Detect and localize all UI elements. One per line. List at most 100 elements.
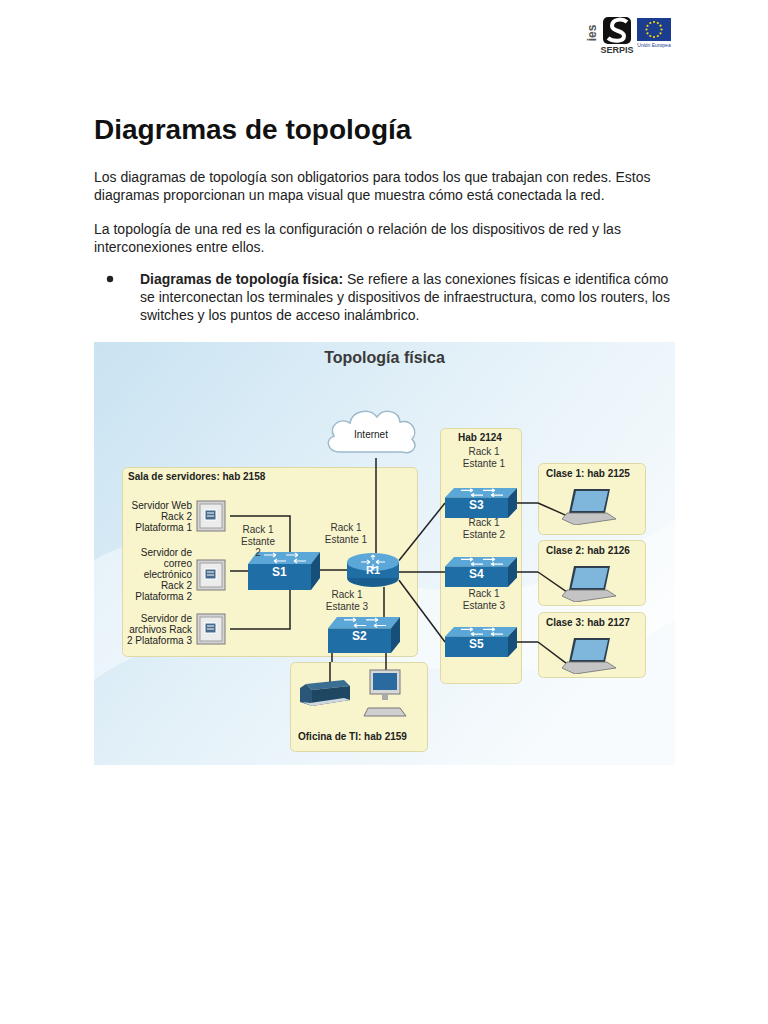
figure-background	[94, 342, 675, 765]
label-wrapper: Los diagramas de topología son obligator…	[94, 168, 674, 204]
figure-panel: Topología físicaInternetSala de servidor…	[94, 342, 675, 765]
internet-cloud: Internet	[322, 406, 420, 458]
server-icon	[196, 613, 226, 645]
school-logo	[603, 17, 631, 44]
server-room: Sala de servidores: hab 2158Servidor Web…	[122, 467, 418, 657]
wire	[538, 642, 570, 666]
eu-star	[659, 25, 661, 27]
server-icon	[196, 500, 226, 532]
label-wrapper: ies	[585, 19, 599, 47]
logo-text: SERPIS	[598, 45, 636, 55]
eu-star	[646, 32, 648, 34]
node-text: Oficina de TI: hab 2159	[290, 731, 415, 752]
rack-label: Rack 1 Estante 2	[460, 517, 508, 540]
eu-star	[649, 35, 651, 37]
paragraph: Los diagramas de topología son obligator…	[94, 168, 674, 204]
server-icon	[196, 559, 226, 591]
classroom: Clase 1: hab 2125	[538, 463, 646, 535]
bullet-lead: Diagramas de topología física:	[140, 271, 343, 287]
label-wrapper: Rack 1 Estante 1	[460, 446, 508, 469]
connector	[383, 587, 385, 617]
switch: S5	[445, 627, 517, 657]
region-fill	[441, 429, 522, 684]
eu-star	[653, 21, 655, 23]
connector	[399, 571, 445, 573]
label-wrapper: Diagramas de topología física:Se refiere…	[140, 270, 680, 324]
classroom: Clase 3: hab 2127	[538, 612, 646, 678]
connector	[375, 458, 377, 553]
label-wrapper: Rack 1 Estante 1	[324, 522, 368, 545]
node-text: Servidor de correo electrónico Rack 2 Pl…	[124, 547, 192, 602]
connector	[517, 502, 538, 504]
eu-star	[653, 36, 655, 38]
laptop-icon	[562, 566, 616, 602]
switch: S4	[445, 557, 517, 587]
logo-text: ies	[585, 19, 599, 47]
node-text: Servidor de archivos Rack 2 Plataforma 3	[124, 613, 192, 646]
label-wrapper: Rack 1 Estante 2	[238, 524, 278, 559]
it-office: Oficina de TI: hab 2159	[290, 662, 428, 752]
eu-star	[657, 35, 659, 37]
eu-star	[659, 32, 661, 34]
node-text: Internet	[354, 425, 388, 440]
region-fill	[539, 613, 646, 678]
node-text: Topología física	[94, 342, 675, 367]
switch: S3	[445, 488, 517, 518]
eu-star	[649, 22, 651, 24]
eu-star	[645, 28, 647, 30]
label-wrapper: La topología de una red es la configurac…	[94, 220, 674, 256]
region-fill	[539, 464, 646, 535]
eu-star	[660, 28, 662, 30]
label-wrapper: Rack 1 Estante 3	[460, 588, 508, 611]
bullet-dot	[107, 276, 113, 282]
label-wrapper: SERPIS	[598, 45, 636, 55]
mail-server: Servidor de correo electrónico Rack 2 Pl…	[124, 545, 230, 604]
connector	[230, 590, 290, 629]
connector	[332, 653, 386, 662]
rack-label: Rack 1 Estante 3	[320, 589, 374, 612]
rack-label: Rack 1 Estante 3	[460, 588, 508, 611]
label-wrapper: Unión Europea	[632, 42, 676, 48]
region-fill	[539, 541, 646, 606]
label-wrapper: Rack 1 Estante 3	[320, 589, 374, 612]
node-text: S2	[328, 629, 391, 643]
node-text: Hab 2124	[440, 428, 522, 443]
region-fill	[123, 468, 418, 657]
page-title: Diagramas de topología	[94, 114, 411, 146]
node-text: S1	[248, 565, 311, 579]
node-text: Servidor Web Rack 2 Plataforma 1	[124, 500, 192, 533]
rack-label: Rack 1 Estante 1	[460, 446, 508, 469]
laptop-icon	[562, 638, 616, 674]
connector	[399, 580, 445, 642]
region-fill	[291, 663, 428, 752]
eu-star	[657, 22, 659, 24]
laptop-icon	[562, 489, 616, 525]
connector	[230, 570, 248, 572]
node-text: Clase 2: hab 2126	[538, 540, 646, 561]
router: R1	[347, 553, 399, 587]
connector	[320, 569, 347, 571]
switch: S2	[328, 617, 400, 653]
eu-star	[646, 25, 648, 27]
title-wrapper: Diagramas de topología	[94, 114, 411, 146]
label-wrapper: Rack 1 Estante 2	[460, 517, 508, 540]
connector	[517, 641, 538, 643]
node-text: R1	[347, 564, 399, 576]
node-text: Clase 1: hab 2125	[538, 463, 646, 484]
paragraph: La topología de una red es la configurac…	[94, 220, 674, 256]
classroom: Clase 2: hab 2126	[538, 540, 646, 606]
logo-text: Unión Europea	[632, 42, 676, 48]
node-text: S4	[445, 567, 508, 581]
node-text: S5	[445, 637, 508, 651]
file-server: Servidor de archivos Rack 2 Plataforma 3	[124, 603, 230, 655]
rack-label: Rack 1 Estante 2	[238, 524, 278, 559]
eu-flag	[637, 18, 671, 41]
web-server: Servidor Web Rack 2 Plataforma 1	[124, 491, 230, 541]
wiring-room: Hab 2124S3S4S5 Rack 1 Estante 1 Rack 1 Est…	[440, 428, 522, 684]
rack-label: Rack 1 Estante 1	[324, 522, 368, 545]
node-text: S3	[445, 498, 508, 512]
node-text: Sala de servidores: hab 2158	[122, 467, 418, 486]
connector	[517, 571, 538, 573]
